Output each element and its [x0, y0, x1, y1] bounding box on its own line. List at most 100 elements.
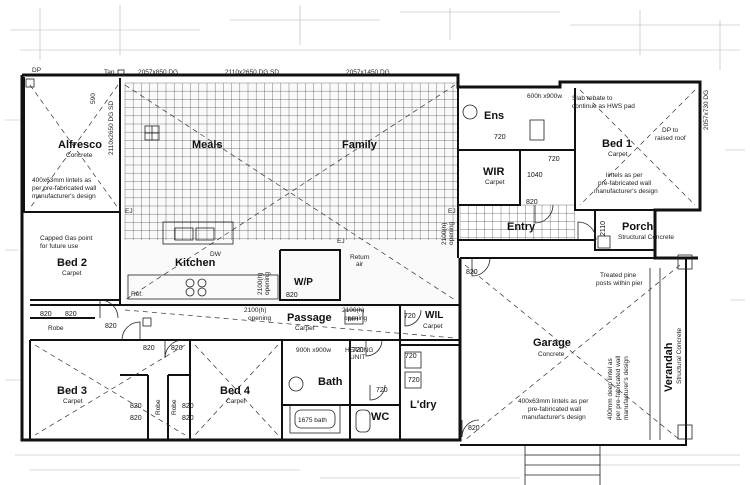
note-opening-passage-left: 2100(h) opening — [244, 307, 272, 322]
room-floor-bed4: Carpet — [226, 398, 246, 405]
room-floor-passage: Carpet — [295, 325, 315, 332]
note-ref: Ref. — [131, 291, 143, 298]
room-name-bed2: Bed 2 — [57, 257, 87, 269]
door-porch-side: 2110 — [600, 221, 607, 236]
room-name-wil: WIL — [425, 310, 443, 321]
room-floor-verandah: Structural Concrete — [676, 328, 683, 384]
tiled-floor — [124, 82, 575, 308]
window-label-alfresco-side: 2110x2650 DG SD — [108, 101, 115, 155]
room-name-ens: Ens — [484, 110, 504, 122]
door-ens: 720 — [494, 134, 506, 141]
door-wp: 820 — [286, 292, 298, 299]
window-label-meals-top: 2110x2650 DG SD — [225, 69, 279, 76]
dim-590: 590 — [90, 93, 97, 104]
door-robe3b: 820 — [130, 415, 142, 422]
room-name-kitchen: Kitchen — [175, 257, 216, 269]
svg-text:opening: opening — [264, 271, 271, 295]
door-bed1: 820 — [526, 199, 538, 206]
door-ldry: 720 — [405, 353, 417, 360]
note-lintel-garage-bottom: 400x63mm lintels as per pre-fabricated w… — [518, 398, 590, 421]
room-name-wc: WC — [371, 411, 389, 423]
door-bath: 720 — [352, 347, 364, 354]
room-floor-wil: Carpet — [423, 323, 443, 330]
room-floor-porch: Structural Concrete — [618, 234, 674, 241]
door-robe4a: 820 — [182, 403, 194, 410]
ej-label-2: EJ — [337, 238, 345, 245]
room-name-robe-bed2: Robe — [48, 325, 64, 332]
svg-text:per pre-fabricated wall: per pre-fabricated wall — [615, 355, 622, 420]
window-label-alfresco-top: 2057x850 DG — [138, 69, 178, 76]
room-name-wir: WIR — [483, 166, 504, 178]
room-name-bath: Bath — [318, 376, 343, 388]
room-name-verandah: Verandah — [663, 342, 675, 392]
door-ldry-out: 820 — [468, 425, 480, 432]
room-name-meals: Meals — [192, 139, 223, 151]
room-name-family: Family — [342, 139, 378, 151]
internal-walls — [22, 78, 700, 440]
room-floor-bed3: Carpet — [63, 398, 83, 405]
room-name-bed1: Bed 1 — [602, 138, 632, 150]
door-bed4: 820 — [171, 345, 183, 352]
room-floor-wir: Carpet — [485, 179, 505, 186]
svg-text:manufacturer's design: manufacturer's design — [623, 356, 630, 420]
note-mh: MH — [348, 316, 358, 323]
kitchen-fittings — [127, 221, 279, 300]
room-name-entry: Entry — [507, 221, 536, 233]
note-dw: DW — [210, 251, 222, 258]
door-wir-w: 1040 — [527, 172, 543, 179]
window-label-family-top: 2057x1450 DG — [346, 69, 390, 76]
tap-label: Tap — [104, 69, 115, 76]
room-name-robe-bed3: Robe — [155, 399, 162, 415]
door-passage-bath: 720 — [408, 377, 420, 384]
door-bed2-mid: 820 — [65, 311, 77, 318]
door-bed2-left: 820 — [40, 311, 52, 318]
door-robe3a: 820 — [130, 403, 142, 410]
window-label-bed1-side: 2057x730 DG — [703, 90, 710, 130]
note-lintel-alfresco: 400x63mm lintels as per pre-fabricated w… — [32, 177, 98, 200]
door-bed3: 820 — [143, 345, 155, 352]
door-garage-entry: 820 — [466, 269, 478, 276]
wet-area-fittings — [288, 104, 545, 434]
room-name-wp: W/P — [294, 277, 313, 288]
door-swings — [99, 204, 597, 438]
ej-label-3: EJ — [448, 208, 456, 215]
external-walls — [20, 73, 702, 446]
note-lintel-garage-deep-group: 400mm deep lintel as per pre-fabricated … — [607, 355, 630, 420]
room-name-porch: Porch — [622, 221, 653, 233]
note-bath-size: 1675 bath — [298, 417, 327, 424]
diagonal-roof-lines — [29, 84, 696, 441]
room-floor-garage: Concrete — [538, 351, 565, 358]
svg-text:2100(h): 2100(h) — [257, 273, 264, 295]
door-wc: 720 — [376, 387, 388, 394]
door-bed2-passage: 820 — [105, 323, 117, 330]
room-floor-bed1: Carpet — [608, 151, 628, 158]
window-label-ens-h: 600h x900w — [527, 93, 562, 100]
window-label-bath-h: 900h x900w — [296, 347, 331, 354]
note-opening-passage-right: 2100(h) opening — [342, 307, 368, 322]
svg-text:opening: opening — [448, 221, 455, 245]
room-name-passage: Passage — [287, 312, 332, 324]
note-heating-unit: HEATING UNIT — [345, 347, 375, 361]
room-name-robe-bed4: Robe — [171, 399, 178, 415]
room-floor-alfresco: Concrete — [66, 152, 93, 159]
svg-text:2100(h): 2100(h) — [441, 223, 448, 245]
note-opening-kitchen: 2100(h) opening — [257, 271, 271, 295]
room-floor-bed2: Carpet — [62, 270, 82, 277]
note-lintel-bed1: lintels as per pre-fabricated wall manuf… — [594, 172, 658, 195]
ej-label-1: EJ — [125, 208, 133, 215]
room-name-alfresco: Alfresco — [58, 139, 102, 151]
site-background-linework — [5, 5, 745, 479]
door-wir: 720 — [548, 156, 560, 163]
markers — [25, 69, 364, 327]
note-return-air: Return air — [350, 254, 371, 268]
room-name-bed3: Bed 3 — [57, 385, 87, 397]
dp-label: DP — [32, 67, 41, 74]
note-slab-rebate: Slab rebate to continue as HWS pad — [572, 95, 635, 110]
room-name-garage: Garage — [533, 337, 571, 349]
svg-text:400mm deep lintel as: 400mm deep lintel as — [607, 357, 614, 420]
verandah-structure — [524, 235, 693, 485]
note-dp-raised: DP to raised roof — [655, 127, 686, 142]
door-robe4b: 820 — [182, 415, 194, 422]
note-opening-entry: 2100(h) opening — [441, 221, 455, 245]
